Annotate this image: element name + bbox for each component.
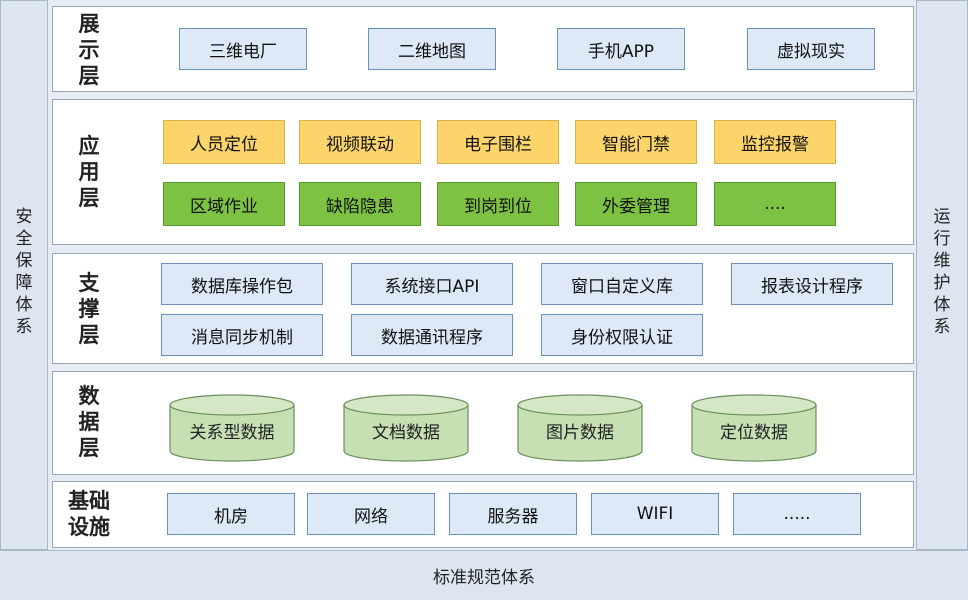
infra-item: ..... [733, 493, 861, 535]
database-cylinder: 文档数据 [343, 394, 469, 462]
security-char: 障 [15, 273, 33, 293]
security-char: 保 [15, 251, 33, 271]
support-item: 身份权限认证 [541, 314, 703, 356]
application-item: 区域作业 [163, 182, 285, 226]
security-system-label: 安 全 保 障 体 系 [1, 206, 47, 338]
application-item: 电子围栏 [437, 120, 559, 164]
database-label: 文档数据 [372, 423, 440, 443]
display-item: 二维地图 [368, 28, 496, 70]
display-item: 三维电厂 [179, 28, 307, 70]
database-label: 关系型数据 [189, 423, 275, 443]
support-item: 系统接口API [351, 263, 513, 305]
database-cylinder: 图片数据 [517, 394, 643, 462]
display-layer: 展 示 层 三维电厂 二维地图 手机APP 虚拟现实 [52, 6, 914, 92]
support-item: 窗口自定义库 [541, 263, 703, 305]
application-item: 视频联动 [299, 120, 421, 164]
label-char: 数 [78, 384, 100, 408]
label-line: 基础 [68, 489, 110, 513]
application-item: 智能门禁 [575, 120, 697, 164]
operation-system-label: 运 行 维 护 体 系 [917, 206, 967, 338]
label-char: 层 [78, 64, 100, 88]
application-item: .... [714, 182, 836, 226]
database-cylinder-icon [343, 394, 469, 462]
display-item: 手机APP [557, 28, 685, 70]
infra-item: 服务器 [449, 493, 577, 535]
standards-system-label: 标准规范体系 [433, 568, 535, 588]
operation-char: 维 [933, 251, 951, 271]
operation-system-bar: 运 行 维 护 体 系 [916, 0, 968, 550]
application-item: 人员定位 [163, 120, 285, 164]
security-char: 全 [15, 229, 33, 249]
standards-system-bar: 标准规范体系 [0, 550, 968, 600]
application-item: 外委管理 [575, 182, 697, 226]
support-item: 数据通讯程序 [351, 314, 513, 356]
security-char: 安 [15, 207, 33, 227]
infrastructure-layer-label: 基础 设施 [53, 488, 125, 540]
database-label: 图片数据 [546, 423, 614, 443]
operation-char: 运 [933, 207, 951, 227]
security-system-bar: 安 全 保 障 体 系 [0, 0, 48, 550]
database-cylinder-icon [517, 394, 643, 462]
infrastructure-layer: 基础 设施 机房 网络 服务器 WIFI ..... [52, 481, 914, 548]
infra-item: 网络 [307, 493, 435, 535]
label-char: 展 [78, 12, 100, 36]
label-char: 撑 [78, 297, 100, 321]
label-char: 层 [78, 186, 100, 210]
data-layer: 数 据 层 关系型数据 文档数据 图片数据 定位数据 [52, 371, 914, 475]
display-layer-label: 展 示 层 [53, 11, 125, 89]
support-item: 报表设计程序 [731, 263, 893, 305]
database-cylinder: 定位数据 [691, 394, 817, 462]
security-char: 系 [15, 317, 33, 337]
operation-char: 护 [933, 273, 951, 293]
database-cylinder: 关系型数据 [169, 394, 295, 462]
database-cylinder-icon [691, 394, 817, 462]
application-layer-label: 应 用 层 [53, 133, 125, 211]
support-layer: 支 撑 层 数据库操作包 系统接口API 窗口自定义库 报表设计程序 消息同步机… [52, 253, 914, 364]
database-cylinder-icon [169, 394, 295, 462]
label-char: 应 [78, 134, 100, 158]
data-layer-label: 数 据 层 [53, 383, 125, 461]
operation-char: 系 [933, 317, 951, 337]
label-line: 设施 [68, 515, 110, 539]
application-layer: 应 用 层 人员定位 视频联动 电子围栏 智能门禁 监控报警 区域作业 缺陷隐患… [52, 99, 914, 245]
application-item: 到岗到位 [437, 182, 559, 226]
label-char: 层 [78, 436, 100, 460]
application-item: 缺陷隐患 [299, 182, 421, 226]
operation-char: 行 [933, 229, 951, 249]
infra-item: 机房 [167, 493, 295, 535]
label-char: 据 [78, 410, 100, 434]
support-layer-label: 支 撑 层 [53, 270, 125, 348]
support-item: 消息同步机制 [161, 314, 323, 356]
application-item: 监控报警 [714, 120, 836, 164]
infra-item: WIFI [591, 493, 719, 535]
support-item: 数据库操作包 [161, 263, 323, 305]
security-char: 体 [15, 295, 33, 315]
label-char: 用 [78, 160, 100, 184]
label-char: 示 [78, 38, 100, 62]
display-item: 虚拟现实 [747, 28, 875, 70]
database-label: 定位数据 [720, 423, 788, 443]
label-char: 支 [78, 271, 100, 295]
operation-char: 体 [933, 295, 951, 315]
label-char: 层 [78, 323, 100, 347]
